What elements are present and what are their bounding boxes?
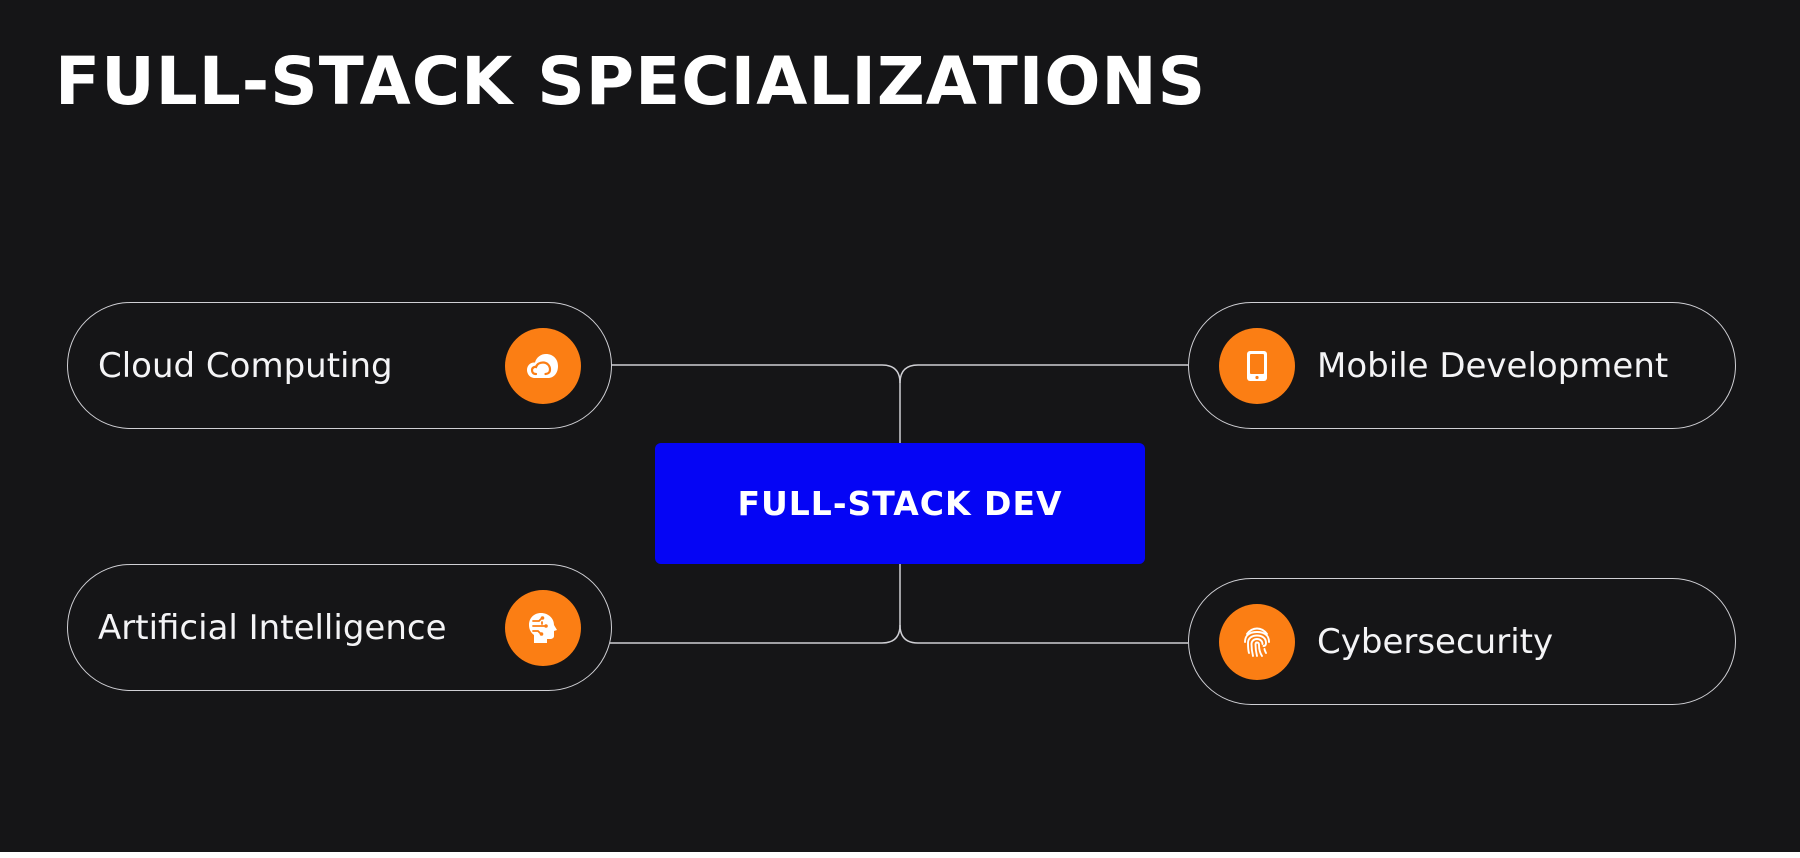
center-node-full-stack-dev: FULL-STACK DEV (655, 443, 1145, 564)
node-mobile-development: Mobile Development (1188, 302, 1736, 429)
cloud-icon (505, 327, 581, 404)
center-node-label: FULL-STACK DEV (737, 484, 1063, 523)
fingerprint-icon (1219, 603, 1295, 680)
node-label-mobile: Mobile Development (1317, 345, 1669, 386)
connector-ai (610, 564, 901, 644)
node-artificial-intelligence: Artificial Intelligence (67, 564, 612, 691)
connector-cloud (610, 364, 901, 443)
connector-mobile (899, 364, 1188, 384)
node-cybersecurity: Cybersecurity (1188, 578, 1736, 705)
connector-cyber (899, 624, 1188, 644)
ai-head-icon (505, 589, 581, 666)
node-label-ai: Artificial Intelligence (98, 607, 447, 648)
page-title: FULL-STACK SPECIALIZATIONS (55, 43, 1207, 120)
node-cloud-computing: Cloud Computing (67, 302, 612, 429)
node-label-cloud: Cloud Computing (98, 345, 393, 386)
node-label-cyber: Cybersecurity (1317, 621, 1554, 662)
mobile-phone-icon (1219, 327, 1295, 404)
